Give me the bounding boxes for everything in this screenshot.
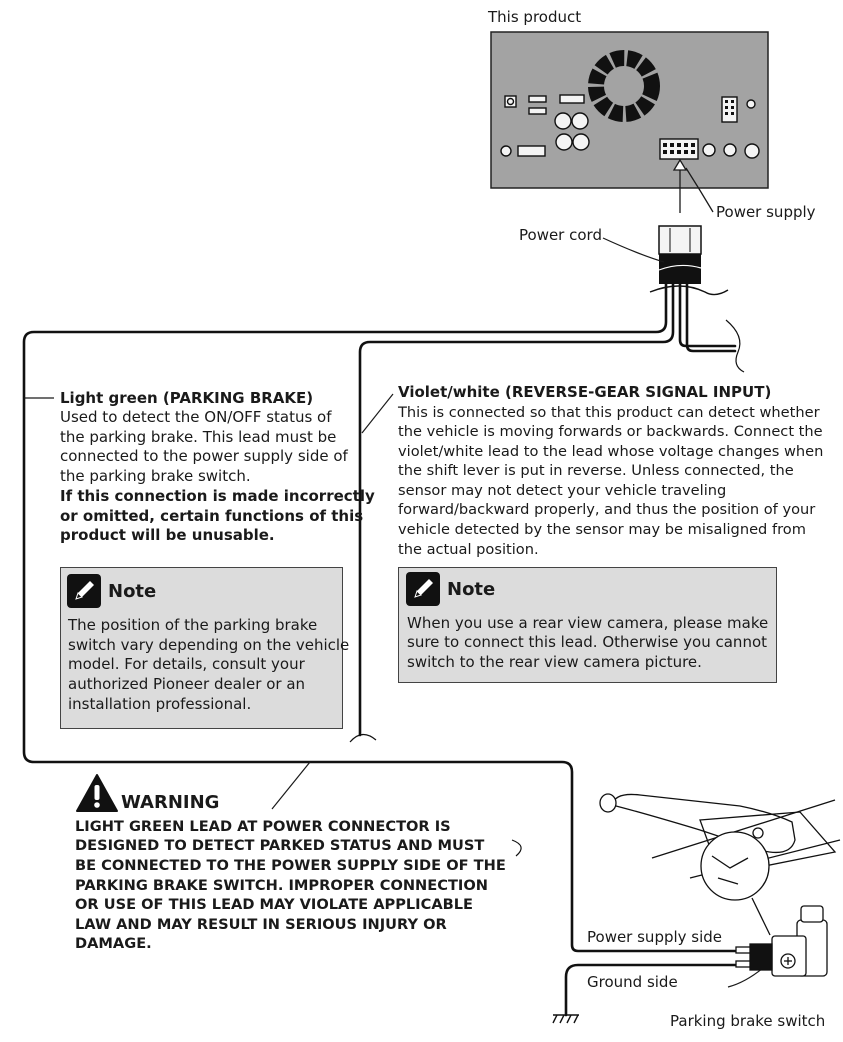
handbrake-illustration <box>599 793 841 977</box>
this-product-label: This product <box>488 8 582 26</box>
wire-cut-marks <box>349 285 745 857</box>
note-header-right: Note <box>406 572 495 606</box>
cooling-fan <box>588 50 660 122</box>
violet-white-line: the vehicle is moving forwards or backwa… <box>398 423 823 440</box>
light-green-bold-line: product will be unusable. <box>60 526 275 544</box>
light-green-line: Used to detect the ON/OFF status of <box>60 408 332 426</box>
warning-line: LAW AND MAY RESULT IN SERIOUS INJURY OR <box>75 916 447 933</box>
violet-white-line: violet/white lead to the lead whose volt… <box>398 443 824 460</box>
light-green-line: the parking brake. This lead must be <box>60 428 337 446</box>
warning-line: DAMAGE. <box>75 935 152 952</box>
violet-white-line: vehicle detected by the sensor may be mi… <box>398 521 806 538</box>
note-title-left: Note <box>108 580 157 602</box>
warning-triangle-icon <box>76 774 118 812</box>
warning-line: DESIGNED TO DETECT PARKED STATUS AND MUS… <box>75 837 485 854</box>
violet-white-line: This is connected so that this product c… <box>398 404 820 421</box>
violet-white-line: sensor may not detect your vehicle trave… <box>398 482 727 499</box>
violet-white-heading: Violet/white (REVERSE-GEAR SIGNAL INPUT) <box>398 383 772 401</box>
note-header-left: Note <box>67 574 156 608</box>
light-green-line: connected to the power supply side of <box>60 447 348 465</box>
power-cord-label: Power cord <box>519 226 602 244</box>
light-green-bold-line: If this connection is made incorrectly <box>60 487 375 505</box>
violet-white-line: the shift lever is put in reverse. Unles… <box>398 462 794 479</box>
pencil-icon <box>67 574 101 608</box>
note-title-right: Note <box>447 578 496 600</box>
parking-brake-switch-label: Parking brake switch <box>670 1012 826 1030</box>
ground-side-label: Ground side <box>587 973 678 991</box>
product-rear-panel <box>490 31 769 189</box>
pencil-icon <box>406 572 440 606</box>
warning-header: WARNING <box>75 773 219 813</box>
leader-lines <box>24 393 771 988</box>
light-green-line: the parking brake switch. <box>60 467 251 485</box>
light-green-heading: Light green (PARKING BRAKE) <box>60 389 314 407</box>
power-supply-arrow <box>672 158 714 213</box>
light-green-bold-line: or omitted, certain functions of this <box>60 507 364 525</box>
note-left-line: installation professional. <box>68 695 252 713</box>
ground-symbol-icon <box>552 1014 579 1024</box>
warning-line: OR USE OF THIS LEAD MAY VIOLATE APPLICAB… <box>75 896 474 913</box>
note-left-line: switch vary depending on the vehicle <box>68 636 350 654</box>
wire-harness <box>22 282 737 1017</box>
note-left-line: The position of the parking brake <box>68 616 318 634</box>
power-cord-connector <box>602 225 702 284</box>
note-right-line: When you use a rear view camera, please … <box>407 614 769 632</box>
violet-white-line: forward/backward properly, and thus the … <box>398 501 816 518</box>
violet-white-line: the actual position. <box>398 541 539 558</box>
warning-title: WARNING <box>121 792 220 813</box>
warning-line: PARKING BRAKE SWITCH. IMPROPER CONNECTIO… <box>75 877 488 894</box>
power-supply-label: Power supply <box>716 203 816 221</box>
power-supply-side-label: Power supply side <box>587 928 723 946</box>
note-left-line: model. For details, consult your <box>68 655 305 673</box>
note-left-line: authorized Pioneer dealer or an <box>68 675 306 693</box>
note-right-line: switch to the rear view camera picture. <box>407 653 702 671</box>
warning-line: BE CONNECTED TO THE POWER SUPPLY SIDE OF… <box>75 857 506 874</box>
note-box-right <box>398 567 777 683</box>
warning-line: LIGHT GREEN LEAD AT POWER CONNECTOR IS <box>75 818 451 835</box>
rear-jacks <box>500 94 760 160</box>
note-box-left <box>60 567 343 729</box>
note-right-line: sure to connect this lead. Otherwise you… <box>407 633 768 651</box>
